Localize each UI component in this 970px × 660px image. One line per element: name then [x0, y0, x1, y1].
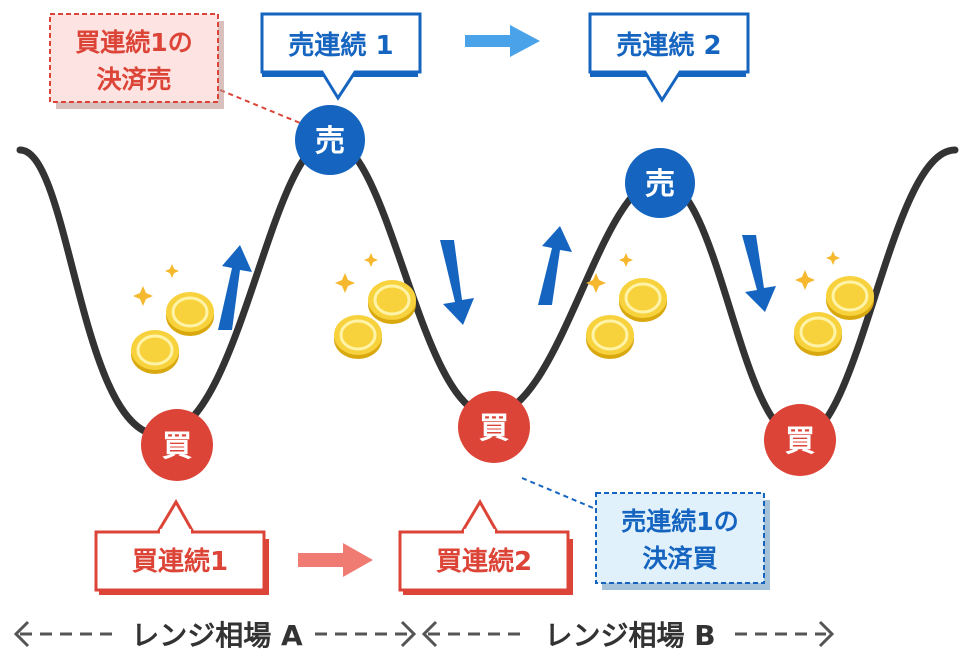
range-a-span: [13, 620, 417, 648]
svg-text:決済売: 決済売: [96, 65, 171, 94]
buy-marker: 買: [458, 391, 530, 463]
buy-callout-1: 買連続1: [94, 499, 269, 595]
sell-marker: 売: [625, 148, 695, 218]
svg-text:売連続 1: 売連続 1: [288, 30, 393, 61]
buy-progress-arrow-icon: [298, 543, 373, 577]
buy-marker: 買: [764, 404, 836, 476]
sell1-settle-note: 売連続1の 決済買: [595, 492, 770, 590]
svg-text:決済買: 決済買: [642, 544, 717, 573]
down-arrow-icon: [440, 240, 474, 325]
coin-cluster-1: [129, 264, 216, 376]
svg-text:買: 買: [785, 424, 815, 459]
range-a-label: レンジ相場 A: [131, 619, 303, 652]
range-b-label: レンジ相場 B: [544, 619, 715, 652]
up-arrow-icon: [218, 245, 252, 330]
svg-text:売: 売: [645, 167, 675, 202]
coin-cluster-3: [584, 253, 669, 361]
buy-marker: 買: [141, 409, 213, 481]
sell-callout-1: 売連続 1: [260, 12, 422, 101]
sell-marker: 売: [295, 105, 365, 175]
svg-text:買: 買: [479, 411, 509, 446]
svg-text:売: 売: [315, 124, 345, 159]
settle-connector: [521, 477, 599, 511]
sell-progress-arrow-icon: [465, 25, 540, 57]
settle-connector: [219, 89, 306, 126]
range-b-span: [421, 620, 835, 648]
svg-text:売連続 2: 売連続 2: [616, 30, 721, 61]
buy1-settle-note: 買連続1の 決済売: [49, 13, 224, 109]
buy-callout-2: 買連続2: [398, 499, 573, 595]
sell-callout-2: 売連続 2: [588, 12, 750, 103]
svg-text:買連続1: 買連続1: [132, 546, 228, 577]
down-arrow-icon: [742, 235, 776, 312]
svg-text:売連続1の: 売連続1の: [621, 507, 738, 536]
svg-text:買: 買: [162, 429, 192, 464]
svg-text:買連続1の: 買連続1の: [75, 28, 192, 57]
svg-text:買連続2: 買連続2: [436, 546, 532, 577]
up-arrow-icon: [538, 226, 572, 305]
